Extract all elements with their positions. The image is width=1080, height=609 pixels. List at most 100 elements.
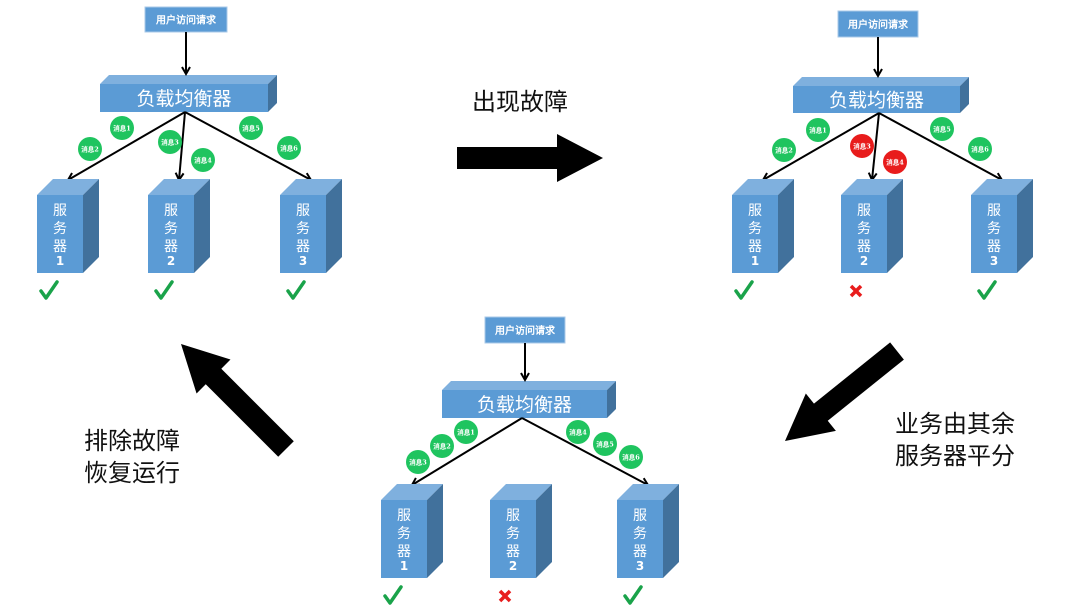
load-balancer-front-face [100,84,268,112]
server-label-char: 服 [506,508,520,524]
server-top-face [490,484,552,500]
server-number: 3 [636,559,644,573]
transition-caption: 业务由其余 [895,410,1015,438]
server-top-face [617,484,679,500]
server-label-char: 器 [506,544,520,560]
transition-caption: 恢复运行 [84,459,180,487]
server-label-char: 务 [164,221,178,237]
message-label: 消息2 [433,442,451,451]
server-label-char: 器 [164,239,178,255]
checkmark-icon [286,280,306,300]
message-bubble: 消息2 [772,138,796,162]
server-label-char: 服 [296,203,310,219]
cross-icon [849,284,863,298]
message-bubble: 消息4 [566,420,590,444]
server-front-face [841,195,887,273]
server-label-char: 务 [633,526,647,542]
server-top-face [37,179,99,195]
link-arrow-server-1 [412,417,523,485]
message-bubble: 消息5 [930,117,954,141]
server-label-char: 服 [987,203,1001,219]
load-balancer: 负载均衡器 [793,77,969,113]
message-label: 消息5 [596,440,614,449]
load-balancer-top-face [793,77,969,86]
server-label-char: 器 [296,239,310,255]
message-label: 消息3 [161,138,179,147]
link-arrow-server-3 [878,112,1002,180]
transition-caption: 服务器平分 [895,442,1015,470]
link-arrow-server-2 [872,112,880,180]
cross-stroke [849,284,863,298]
checkmark-icon [383,585,403,605]
message-bubble: 消息6 [619,445,643,469]
server-number: 1 [400,559,408,573]
message-label: 消息1 [113,124,131,133]
server-side-face [887,179,903,273]
server-number: 1 [751,254,759,268]
message-bubble: 消息3 [850,134,874,158]
message-label: 消息5 [933,125,951,134]
cross-stroke [498,589,512,603]
message-label: 消息3 [409,458,427,467]
checkmark-icon [623,585,643,605]
server-front-face [148,195,194,273]
user-request-box: 用户访问请求 [484,316,566,344]
checkmark-icon [977,280,997,300]
server-front-face [490,500,536,578]
link-arrow-server-3 [184,111,311,180]
load-balancer: 负载均衡器 [100,75,277,112]
message-label: 消息1 [457,428,475,437]
load-balancer: 负载均衡器 [442,381,616,418]
server-label-char: 器 [748,239,762,255]
user-request-box: 用户访问请求 [837,10,919,38]
transition-caption: 排除故障 [84,427,180,455]
message-bubble: 消息2 [430,434,454,458]
message-label: 消息2 [81,145,99,154]
message-circle [430,434,454,458]
transition-to-fault: 出现故障 [457,88,603,182]
message-bubble: 消息1 [110,116,134,140]
message-circle [968,137,992,161]
message-circle [191,148,215,172]
link-arrow-server-3 [521,417,648,485]
server-label-char: 器 [53,239,67,255]
server-label-char: 服 [748,203,762,219]
user-request-rect [484,316,566,344]
message-label: 消息6 [280,144,298,153]
message-label: 消息3 [853,142,871,151]
user-request-label: 用户访问请求 [847,18,909,31]
server-label-char: 务 [987,221,1001,237]
server-front-face [280,195,326,273]
server-label-char: 务 [506,526,520,542]
server-label-char: 服 [164,203,178,219]
link-arrow-server-1 [763,112,880,180]
diagrams-layer: 用户访问请求负载均衡器服务器1服务器2服务器3消息1消息2消息3消息4消息5消息… [37,6,1033,605]
checkmark-icon [734,280,754,300]
server-number: 3 [299,254,307,268]
server-top-face [841,179,903,195]
load-balancer-side-face [268,75,277,112]
message-bubble: 消息4 [191,148,215,172]
user-request-rect [144,6,228,33]
message-circle [806,118,830,142]
message-label: 消息1 [809,126,827,135]
message-label: 消息4 [569,428,587,437]
message-label: 消息6 [971,145,989,154]
message-bubble: 消息6 [968,137,992,161]
server-number: 2 [509,559,517,573]
server-label-char: 器 [397,544,411,560]
server-number: 2 [167,254,175,268]
server-side-face [83,179,99,273]
message-bubble: 消息5 [239,116,263,140]
server-label-char: 务 [296,221,310,237]
